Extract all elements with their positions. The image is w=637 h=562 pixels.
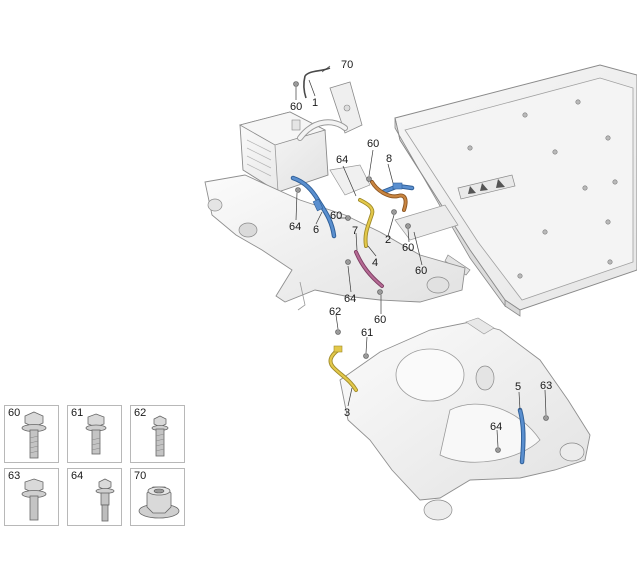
legend-part-61: 61 <box>67 405 122 463</box>
legend-part-60: 60 <box>4 405 59 463</box>
harness-yellow-4 <box>358 198 375 248</box>
legend-number: 64 <box>71 470 84 482</box>
callout-64: 64 <box>289 221 301 233</box>
stud-bolt-icon <box>95 478 115 522</box>
callout-61: 61 <box>361 327 373 339</box>
drive-unit <box>238 111 348 193</box>
callout-64: 64 <box>490 421 502 433</box>
callout-60: 60 <box>330 210 342 222</box>
legend-number: 62 <box>134 407 147 419</box>
harness-yellow-3 <box>328 345 358 392</box>
harness-magenta-7 <box>354 250 384 288</box>
legend-part-70: 70 <box>130 468 185 526</box>
callout-70: 70 <box>341 59 353 71</box>
hex-bolt-icon <box>151 415 169 457</box>
callout-8: 8 <box>386 153 392 165</box>
legend-number: 70 <box>134 470 147 482</box>
callout-60: 60 <box>402 242 414 254</box>
harness-blue-6 <box>290 175 337 239</box>
legend-number: 60 <box>8 407 21 419</box>
front-subframe <box>204 164 466 311</box>
callout-3: 3 <box>344 407 350 419</box>
rear-subframe <box>339 317 591 521</box>
flange-nut-icon <box>138 486 180 519</box>
leader-lines <box>295 65 547 448</box>
harness-top-1 <box>303 67 331 99</box>
callout-4: 4 <box>372 257 378 269</box>
callout-labels: 70 60 1 60 8 64 64 6 60 7 2 60 4 60 64 6… <box>289 59 552 433</box>
flange-bolt-medium-icon <box>85 413 107 455</box>
callout-62: 62 <box>329 306 341 318</box>
callout-5: 5 <box>515 381 521 393</box>
flange-bolt-short-icon <box>21 478 47 521</box>
callout-64: 64 <box>336 154 348 166</box>
callout-63: 63 <box>540 380 552 392</box>
legend-part-64: 64 <box>67 468 122 526</box>
legend-part-62: 62 <box>130 405 185 463</box>
callout-6: 6 <box>313 224 319 236</box>
callout-7: 7 <box>352 225 358 237</box>
legend-part-63: 63 <box>4 468 59 526</box>
callout-60: 60 <box>290 101 302 113</box>
legend-number: 63 <box>8 470 21 482</box>
callout-60: 60 <box>415 265 427 277</box>
harness-blue-5 <box>517 407 526 465</box>
callout-64: 64 <box>344 293 356 305</box>
legend-number: 61 <box>71 407 84 419</box>
harness-blue-8 <box>380 182 415 195</box>
mount-bracket-top <box>329 81 363 134</box>
callout-60: 60 <box>367 138 379 150</box>
callout-60: 60 <box>374 314 386 326</box>
harness-orange-2 <box>370 180 408 212</box>
battery-pack <box>394 64 637 317</box>
flange-bolt-long-icon <box>21 411 47 459</box>
callout-1: 1 <box>312 97 318 109</box>
callout-2: 2 <box>385 234 391 246</box>
